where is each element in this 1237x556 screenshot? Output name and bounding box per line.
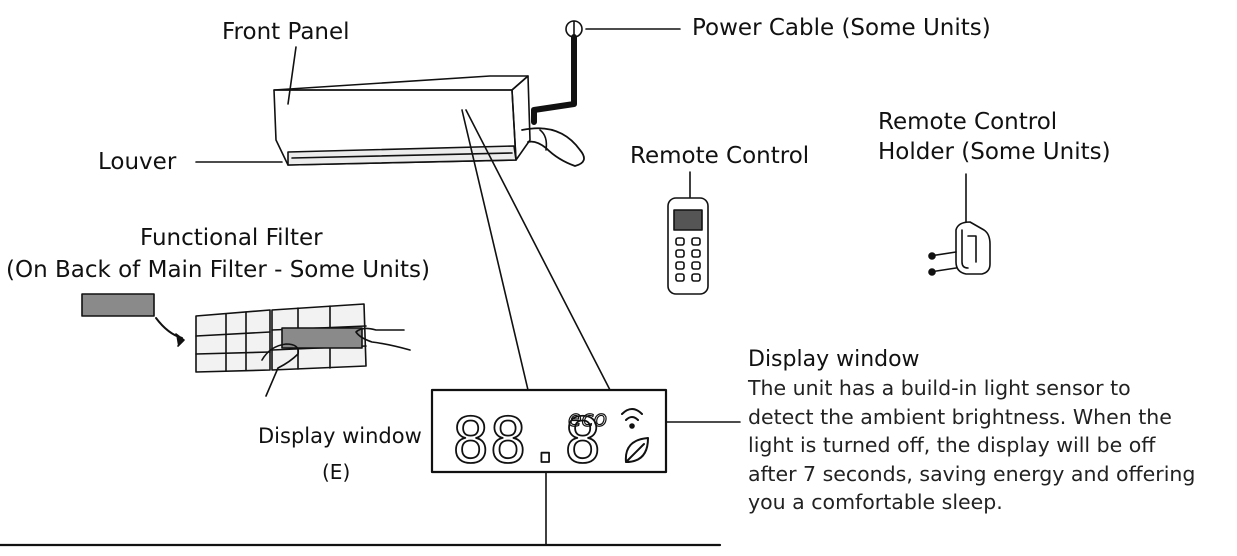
hand-left — [261, 343, 300, 397]
leaf-icon — [624, 437, 649, 463]
description-line: after 7 seconds, saving energy and offer… — [748, 461, 1196, 486]
functional-filter-strip — [81, 293, 155, 317]
hand-right — [355, 327, 411, 351]
label-display-window: Display window — [258, 424, 422, 448]
remote-control-icon — [667, 197, 709, 295]
indoor-unit-top — [273, 75, 529, 91]
display-digits: 88.8 — [452, 404, 601, 477]
label-front-panel: Front Panel — [222, 19, 350, 45]
drain-hose — [521, 127, 585, 167]
label-remote-control: Remote Control — [630, 143, 810, 169]
indoor-unit — [273, 75, 585, 167]
label-power-cable: Power Cable (Some Units) — [692, 15, 991, 41]
power-cable — [531, 20, 681, 125]
functional-filter — [81, 293, 411, 397]
description-body: The unit has a build-in light sensor to … — [748, 374, 1228, 517]
wifi-icon — [621, 408, 643, 421]
label-functional-filter-2: (On Back of Main Filter - Some Units) — [6, 257, 431, 283]
display-eco: eco — [568, 407, 607, 432]
remote-holder-icon — [955, 221, 991, 275]
front-panel-leader — [287, 46, 297, 105]
remote-control — [667, 171, 709, 295]
label-louver: Louver — [98, 149, 177, 175]
label-remote-holder-2: Holder (Some Units) — [878, 139, 1111, 165]
label-remote-holder-1: Remote Control — [878, 109, 1058, 135]
display-panel — [0, 388, 741, 547]
description-title: Display window — [748, 347, 920, 372]
description-line: light is turned off, the display will be… — [748, 433, 1156, 457]
remote-holder — [928, 173, 991, 276]
description-line: detect the ambient brightness. When the — [748, 404, 1172, 429]
description-line: you a comfortable sleep. — [748, 490, 1003, 514]
main-filter — [195, 309, 271, 373]
indoor-unit-side — [511, 75, 531, 161]
description-line: The unit has a build-in light sensor to — [748, 376, 1131, 400]
display-panel-frame — [430, 388, 668, 474]
label-functional-filter-1: Functional Filter — [140, 225, 323, 251]
label-display-window-code: (E) — [322, 460, 351, 484]
